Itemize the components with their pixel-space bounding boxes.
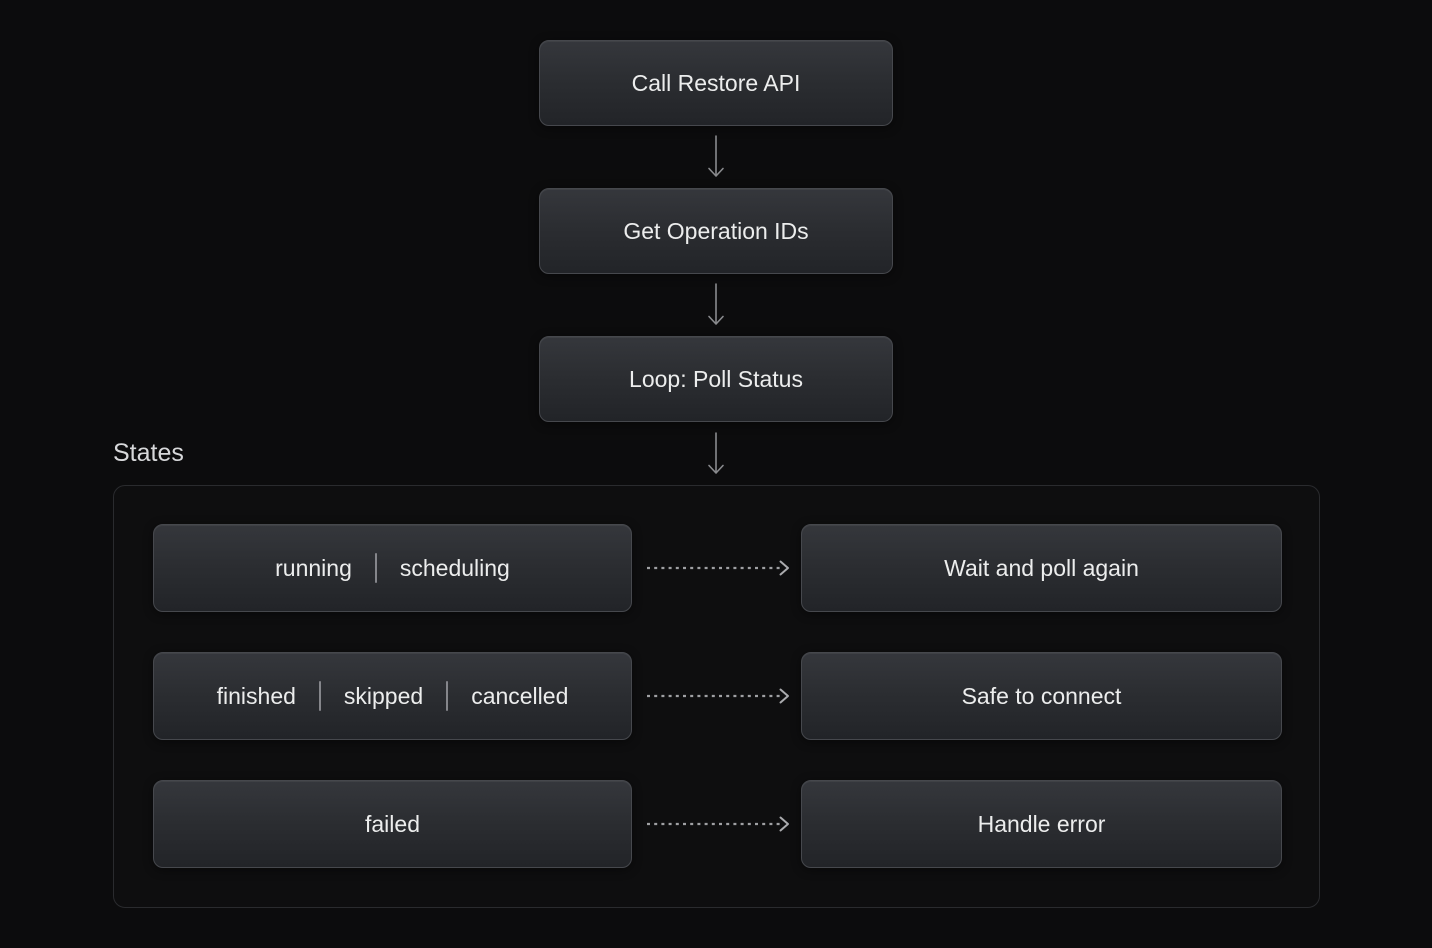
action-label: Handle error bbox=[977, 810, 1106, 837]
down-arrow-icon bbox=[705, 274, 727, 336]
flow-node-get-operation-ids: Get Operation IDs bbox=[539, 188, 893, 274]
state-label: running bbox=[275, 554, 352, 581]
states-grid: running scheduling Wait and poll again fini… bbox=[114, 486, 1319, 908]
states-container: running scheduling Wait and poll again fini… bbox=[113, 485, 1320, 908]
state-divider bbox=[374, 553, 377, 583]
flow-node-call-restore-api: Call Restore API bbox=[539, 40, 893, 126]
dashed-arrow-right-icon bbox=[632, 780, 801, 868]
flow-column: Call Restore API Get Operation IDs Loop:… bbox=[0, 0, 1432, 422]
action-box-0: Wait and poll again bbox=[801, 524, 1282, 612]
flow-node-loop-poll-status: Loop: Poll Status bbox=[539, 336, 893, 422]
state-box-finished-skipped-cancelled: finished skipped cancelled bbox=[153, 652, 632, 740]
states-band: States bbox=[0, 422, 1432, 485]
state-divider bbox=[446, 681, 449, 711]
dashed-arrow-right-icon bbox=[632, 652, 801, 740]
action-box-2: Handle error bbox=[801, 780, 1282, 868]
state-label: cancelled bbox=[471, 682, 569, 709]
flow-node-label: Loop: Poll Status bbox=[629, 365, 803, 392]
state-label: failed bbox=[365, 810, 420, 837]
down-arrow-icon bbox=[705, 126, 727, 188]
action-label: Wait and poll again bbox=[944, 554, 1139, 581]
state-box-failed: failed bbox=[153, 780, 632, 868]
action-label: Safe to connect bbox=[961, 682, 1122, 709]
action-box-1: Safe to connect bbox=[801, 652, 1282, 740]
state-label: skipped bbox=[343, 682, 424, 709]
states-section-title: States bbox=[113, 439, 184, 467]
state-label: scheduling bbox=[399, 554, 510, 581]
state-box-running-scheduling: running scheduling bbox=[153, 524, 632, 612]
flow-node-label: Call Restore API bbox=[631, 69, 801, 96]
dashed-arrow-right-icon bbox=[632, 524, 801, 612]
down-arrow-icon bbox=[705, 422, 727, 485]
flow-node-label: Get Operation IDs bbox=[623, 217, 809, 244]
state-label: finished bbox=[216, 682, 296, 709]
state-divider bbox=[318, 681, 321, 711]
